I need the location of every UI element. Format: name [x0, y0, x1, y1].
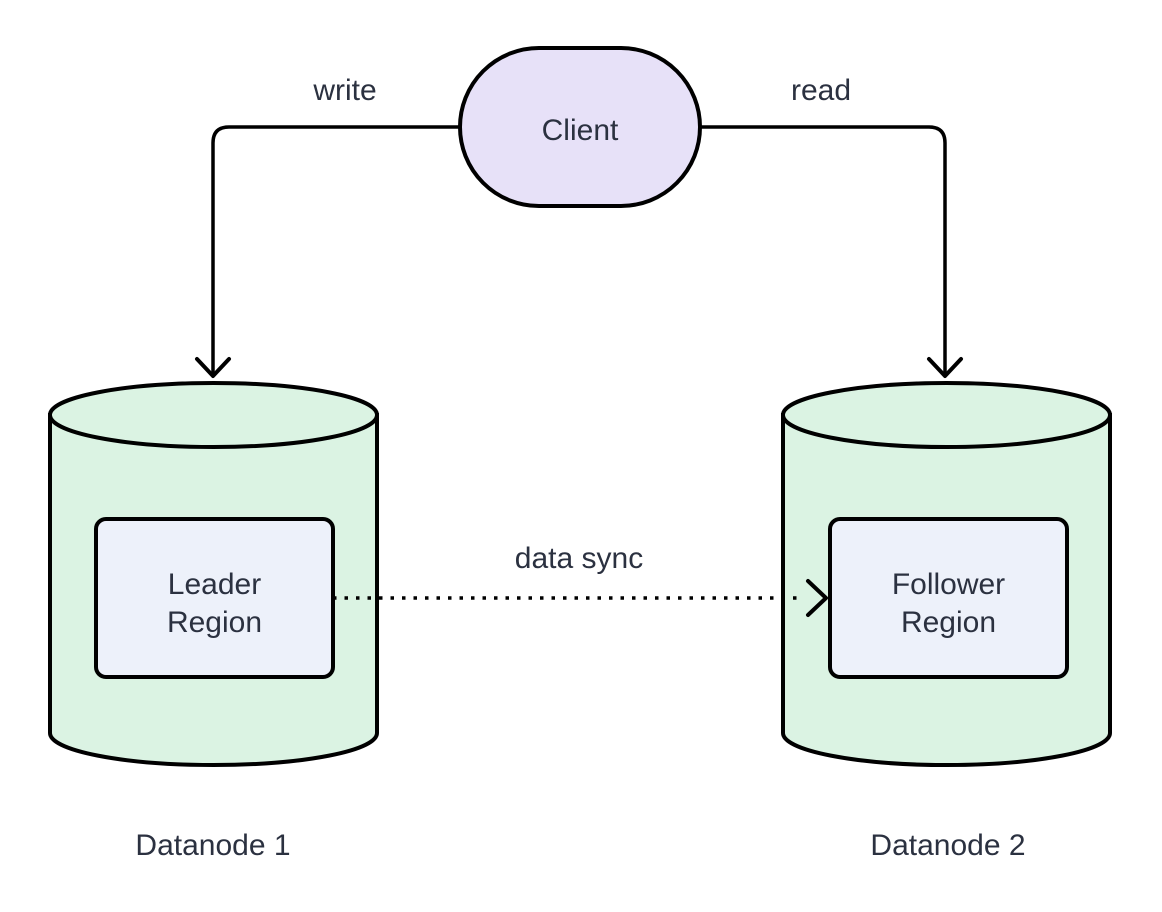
datanode1-cylinder: Leader Region: [48, 381, 379, 767]
client-node-shape: [458, 46, 702, 208]
data-sync-arrowhead: [806, 579, 828, 617]
write-arrowhead: [195, 357, 231, 378]
follower-region-box: [828, 517, 1069, 679]
leader-region-label-line2: Region: [167, 606, 262, 639]
datanode2-caption: Datanode 2: [870, 829, 1025, 862]
write-edge-line: [211, 125, 460, 376]
data-sync-edge: data sync: [333, 542, 828, 617]
read-edge-line: [700, 125, 947, 376]
client-node-label: Client: [542, 114, 619, 147]
leader-region-label-line1: Leader: [168, 568, 261, 601]
data-sync-edge-label: data sync: [515, 542, 643, 575]
read-edge-label: read: [791, 74, 851, 107]
datanode2-cylinder-top: [781, 381, 1112, 449]
read-edge: read: [700, 74, 963, 378]
client-node: Client: [458, 46, 702, 208]
follower-region-label-line2: Region: [901, 606, 996, 639]
write-edge: write: [195, 74, 460, 378]
follower-region-label-line1: Follower: [892, 568, 1005, 601]
datanode1-caption: Datanode 1: [135, 829, 290, 862]
write-edge-label: write: [312, 74, 376, 107]
datanode2-cylinder: Follower Region: [781, 381, 1112, 767]
read-arrowhead: [927, 357, 963, 378]
datanode1-cylinder-top: [48, 381, 379, 449]
